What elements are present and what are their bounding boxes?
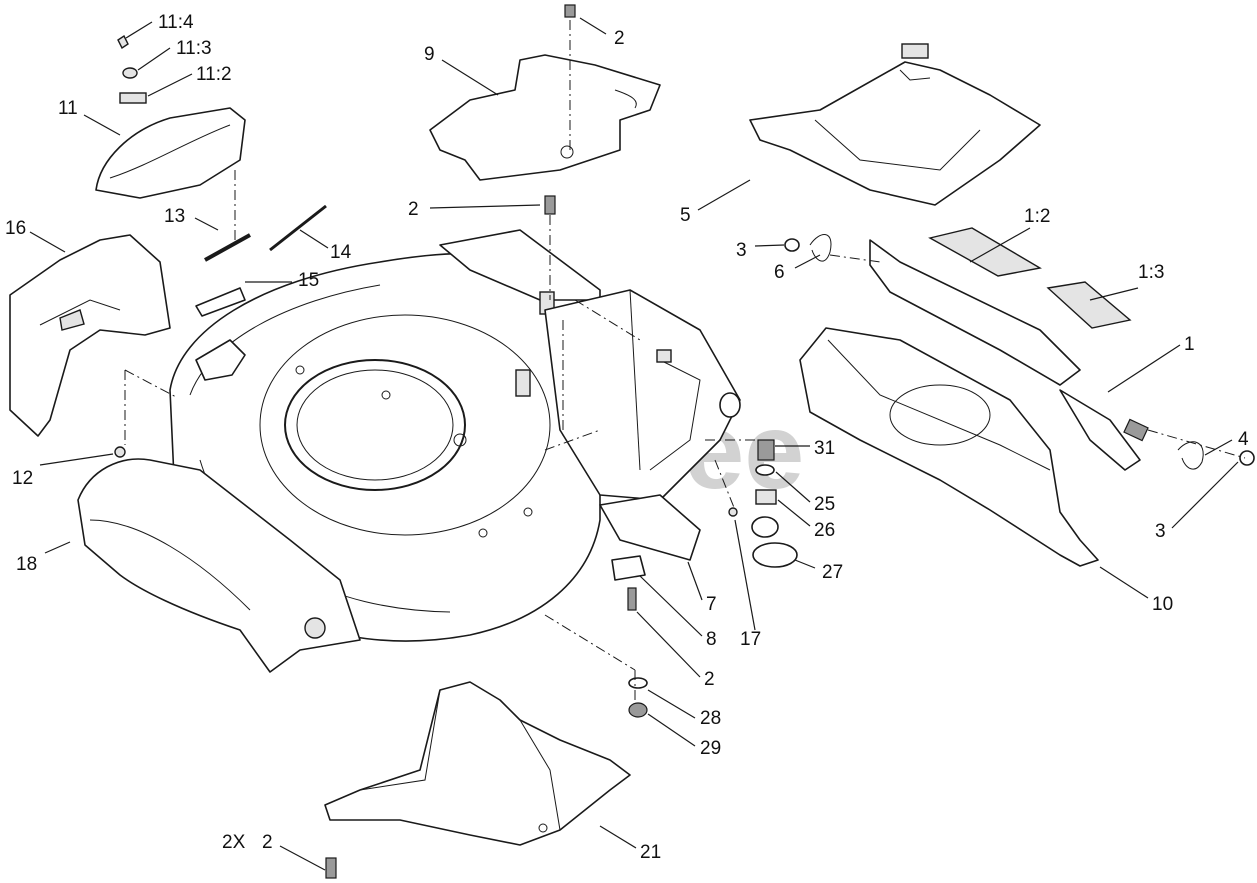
callout-13: 13 [164,206,185,227]
part-4-spring [1177,441,1204,470]
part-13-spring [204,233,251,262]
callout-31: 31 [814,438,835,459]
callout-8: 8 [706,629,717,650]
callout-11-2: 11:2 [196,64,232,85]
callout-15: 15 [298,270,319,291]
callout-2-bottom: 2 [262,832,273,853]
callout-16: 16 [5,218,26,239]
callout-1-3: 1:3 [1138,262,1164,283]
part-31-fitting [757,439,775,461]
part-2-bolt-low [627,587,637,611]
part-27-decal [752,542,798,568]
part-29-nut [628,702,648,718]
part-2-bolt-top [564,4,576,18]
part-17-screw [728,507,738,517]
part-2-bolt-bottom [325,857,337,879]
callout-11: 11 [58,98,78,119]
part-1-2-decal [928,227,1042,277]
part-1-flap-rod [869,239,1149,471]
callout-26: 26 [814,520,835,541]
part-21-mulch-plug [324,681,631,846]
callout-2x: 2X [222,832,246,853]
part-11-top-shield [95,34,246,199]
callout-2-mid: 2 [408,199,419,220]
callout-6: 6 [774,262,785,283]
callout-2-top: 2 [614,28,625,49]
callout-12: 12 [12,468,33,489]
callout-labels: 11:4 11:3 11:2 11 9 2 2 5 13 14 15 16 3 … [5,12,1249,863]
callout-11-4: 11:4 [158,12,194,33]
part-8-bracket [611,555,646,581]
callout-1: 1 [1184,334,1195,355]
part-14-rod [269,204,327,252]
callout-18: 18 [16,554,37,575]
callout-14: 14 [330,242,352,263]
callout-21: 21 [640,842,661,863]
deck-bracket-housing [544,289,741,501]
part-5-rear-bag-frame [749,43,1041,206]
callout-29: 29 [700,738,721,759]
leader-lines [29,17,1239,871]
part-12-nut [114,446,126,458]
callout-1-2: 1:2 [1024,206,1050,227]
part-2-bolt-mid [544,195,556,215]
callout-27: 27 [822,562,843,583]
callout-4: 4 [1238,429,1249,450]
callout-17: 17 [740,629,761,650]
part-25-washer [755,464,775,476]
part-7-plate [599,494,701,561]
callout-5: 5 [680,205,691,226]
callout-3-bottom: 3 [1155,521,1166,542]
callout-3-top: 3 [736,240,747,261]
part-26-fitting [755,489,777,505]
part-6-spring [809,234,832,262]
callout-11-3: 11:3 [176,38,212,59]
callout-28: 28 [700,708,721,729]
part-1-3-decal [1046,281,1132,329]
part-28-washer [628,677,648,689]
callout-25: 25 [814,494,835,515]
part-18-front-shield [77,458,361,673]
part-3-ring-bottom [1239,450,1255,466]
part-3-ring-top [784,238,800,252]
part-9-upper-plate [429,54,661,181]
callout-9: 9 [424,44,435,65]
part-16-side-cover [9,234,171,437]
callout-10: 10 [1152,594,1173,615]
callout-7: 7 [706,594,717,615]
hardware [114,4,1255,879]
callout-2-low: 2 [704,669,715,690]
part-15-bracket [195,287,246,317]
part-26-cap [751,516,779,538]
part-10-rear-door [799,327,1099,567]
alignment-lines [124,20,1246,700]
